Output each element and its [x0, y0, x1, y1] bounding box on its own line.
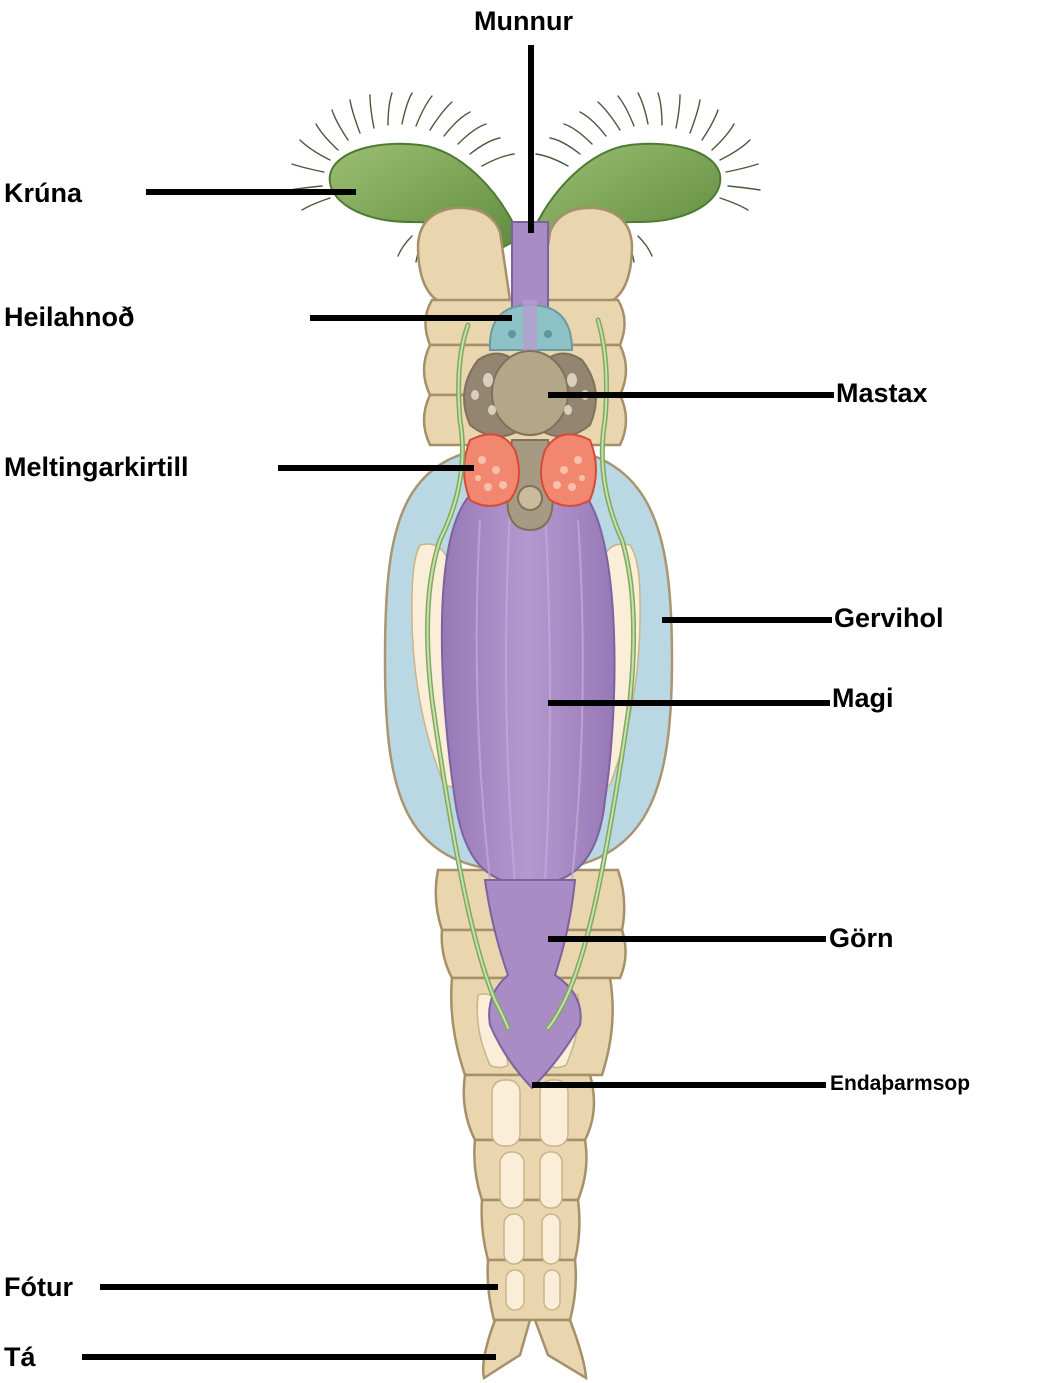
- label-fotur: Fótur: [4, 1272, 73, 1302]
- leader-magi: [548, 700, 830, 706]
- stomach: [440, 494, 616, 887]
- label-kruna: Krúna: [4, 178, 83, 208]
- label-ta: Tá: [4, 1342, 36, 1372]
- label-munnur: Munnur: [474, 6, 573, 36]
- gut: [440, 221, 616, 1090]
- toes: [481, 1318, 588, 1381]
- label-meltingarkirtill: Meltingarkirtill: [4, 452, 189, 482]
- leader-fotur: [100, 1284, 498, 1290]
- leader-mastax: [548, 392, 834, 398]
- leader-ta: [82, 1354, 496, 1360]
- leader-gervihol: [662, 617, 832, 623]
- label-gervihol: Gervihol: [834, 603, 944, 633]
- leader-meltingarkirtill: [278, 465, 474, 471]
- leader-gorn: [548, 936, 826, 942]
- label-magi: Magi: [832, 683, 894, 713]
- label-gorn: Görn: [829, 923, 894, 953]
- label-heilahnod: Heilahnoð: [4, 302, 135, 332]
- label-endatharmsop: Endaþarmsop: [830, 1072, 971, 1095]
- leader-endatharmsop: [532, 1082, 826, 1088]
- digestive-glands: [463, 433, 597, 507]
- label-mastax: Mastax: [836, 378, 928, 408]
- leader-heilahnod: [310, 315, 512, 321]
- cilia: [289, 92, 761, 263]
- leader-kruna: [146, 189, 356, 195]
- leader-munnur: [528, 45, 534, 233]
